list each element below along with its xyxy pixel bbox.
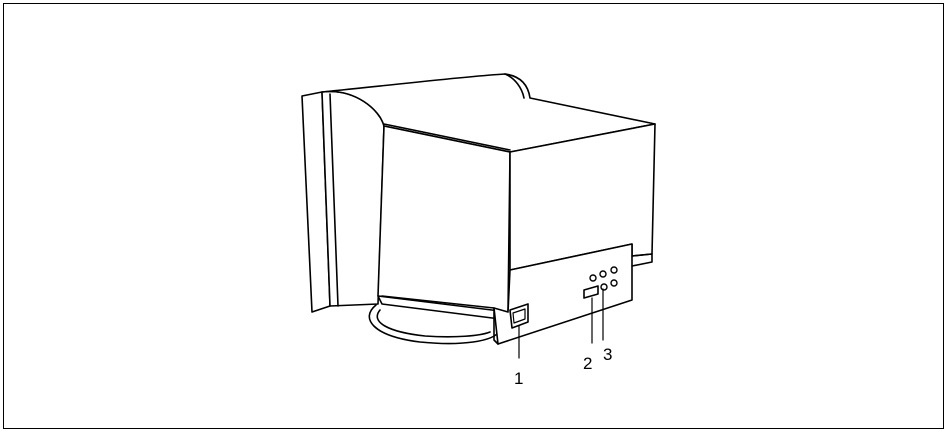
vga-connector-icon	[583, 285, 599, 299]
bnc-connectors-icon	[589, 266, 618, 291]
callout-3-label: 3	[603, 345, 612, 364]
power-socket-icon	[509, 303, 529, 329]
top-housing	[321, 73, 656, 153]
callout-leaders	[518, 288, 604, 359]
front-bezel	[301, 90, 385, 313]
side-panel	[377, 125, 511, 321]
callout-2-label: 2	[583, 354, 592, 373]
monitor-stand	[368, 304, 501, 345]
callout-1-label: 1	[514, 369, 523, 388]
